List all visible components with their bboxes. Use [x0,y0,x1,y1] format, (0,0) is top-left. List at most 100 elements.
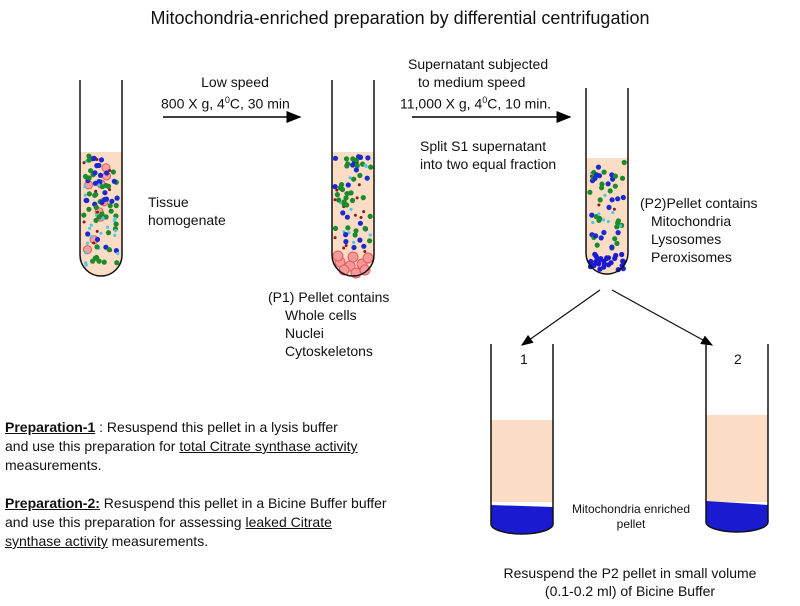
particle [82,220,86,224]
mitochondria-particle [605,255,612,261]
mitochondria-particle [591,262,597,268]
particle [84,251,88,255]
particle [362,225,368,232]
particle [114,229,118,233]
particle [334,192,340,198]
particle [343,156,350,162]
particle [93,217,99,223]
particle [606,204,612,210]
particle [357,237,363,243]
particle [364,175,370,181]
resuspend-line2: (0.1-0.2 ml) of Bicine Buffer [544,583,716,599]
particle [591,220,595,225]
particle [99,211,105,217]
particle [85,241,90,245]
fraction-tube-1 [490,344,554,535]
mitochondria-particle [612,255,618,261]
particle [113,233,117,237]
particle [357,220,363,226]
p1-heading: (P1) Pellet contains [268,289,390,305]
resuspend-line1: Resuspend the P2 pellet in small volume [503,565,757,581]
particle [348,176,352,180]
particle [612,173,619,179]
particle [354,163,360,169]
particle [344,163,350,169]
p2-item: Peroxisomes [651,249,732,265]
particle [368,164,374,170]
fraction-2-outline [705,344,769,533]
p2-item: Mitochondria [651,213,732,229]
particle [105,225,110,229]
particle [113,221,119,227]
particle [92,241,96,245]
p2-heading: (P2)Pellet contains [640,195,758,211]
particle [113,216,117,221]
whole-cell-particle [332,250,344,262]
particle [363,163,367,167]
particle [335,188,339,192]
particle [614,240,620,246]
arrow-split-1 [521,289,601,346]
particle [339,186,346,193]
particle [360,195,366,201]
particle [361,243,367,249]
fraction-1-liquid [491,420,553,502]
particle [342,246,346,250]
particle [113,202,119,209]
particle [368,233,372,237]
particle [615,230,621,236]
particle [352,232,358,238]
diagram-title: Mitochondria-enriched preparation by dif… [150,8,650,28]
mitochondria-particle [605,262,612,268]
particle [97,172,104,178]
fraction-number-1: 1 [520,351,528,367]
particle [353,213,357,217]
homogenate-tube [79,80,123,277]
particle [367,238,373,244]
fraction-2-pellet [706,501,768,532]
particle [612,236,618,242]
prep2-line1: Preparation-2: Resuspend this pellet in … [5,495,387,511]
particle [333,236,337,240]
p1-item: Whole cells [285,307,357,323]
particle [114,260,120,266]
particle [340,210,346,216]
mitochondria-particle [619,251,625,258]
step2-label-line5: into two equal fraction [420,156,557,172]
particle [116,251,120,256]
particle [593,233,599,239]
particle [97,183,101,187]
fraction-tube-2 [705,344,769,533]
prep1-line2: and use this preparation for total Citra… [5,438,358,454]
particle [347,231,351,235]
particle [343,232,349,238]
particle [601,169,607,175]
particle [355,196,359,200]
particle [108,208,114,214]
particle [599,185,605,191]
particle [352,240,356,244]
particle [619,175,626,181]
particle [81,212,87,218]
whole-cell-particle [347,251,359,263]
particle [83,193,87,197]
homogenate-label: homogenate [148,212,226,228]
particle [102,196,108,203]
particle [332,155,339,161]
particle [104,170,110,176]
particle [336,197,342,203]
whole-cell-particle [359,264,371,276]
particle [587,189,593,195]
particle [344,244,348,247]
particle [614,224,620,230]
particle [363,250,367,253]
mitochondria-particle [597,266,603,272]
particle [345,182,351,188]
particle [609,197,615,203]
particle [344,191,350,197]
particle [86,153,92,159]
particle [343,239,349,245]
particle [596,173,603,179]
particle [612,207,616,211]
